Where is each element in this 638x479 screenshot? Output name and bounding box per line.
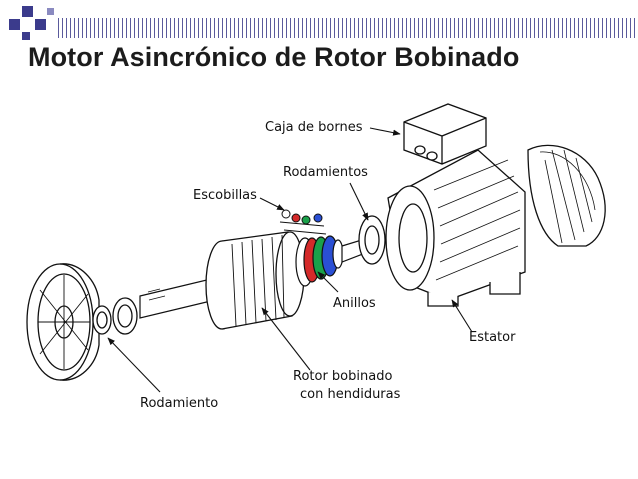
label-brushes: Escobillas [193,188,257,203]
label-rotor-line2: con hendiduras [300,387,401,402]
stator-housing [385,149,526,307]
header-stripes [58,18,638,38]
header-band [0,6,638,40]
end-shield-front [26,263,100,381]
terminal-box [403,103,487,165]
label-rings: Anillos [333,296,376,311]
label-bearings: Rodamientos [283,165,368,180]
label-bearing: Rodamiento [140,396,219,411]
fan-cover [527,144,606,247]
brushes [279,209,327,235]
rotor-core [205,231,305,330]
header-squares [9,6,54,40]
label-rotor-line1: Rotor bobinado [293,369,393,384]
rotor-shaft [139,277,216,319]
label-terminal-box: Caja de bornes [265,120,363,135]
page-title: Motor Asincrónico de Rotor Bobinado [28,42,520,72]
bearing-right [358,215,386,265]
slip-rings [295,235,369,287]
bearing-pair-left [92,297,138,335]
label-stator: Estator [469,330,516,345]
leader-arrows [107,127,473,393]
